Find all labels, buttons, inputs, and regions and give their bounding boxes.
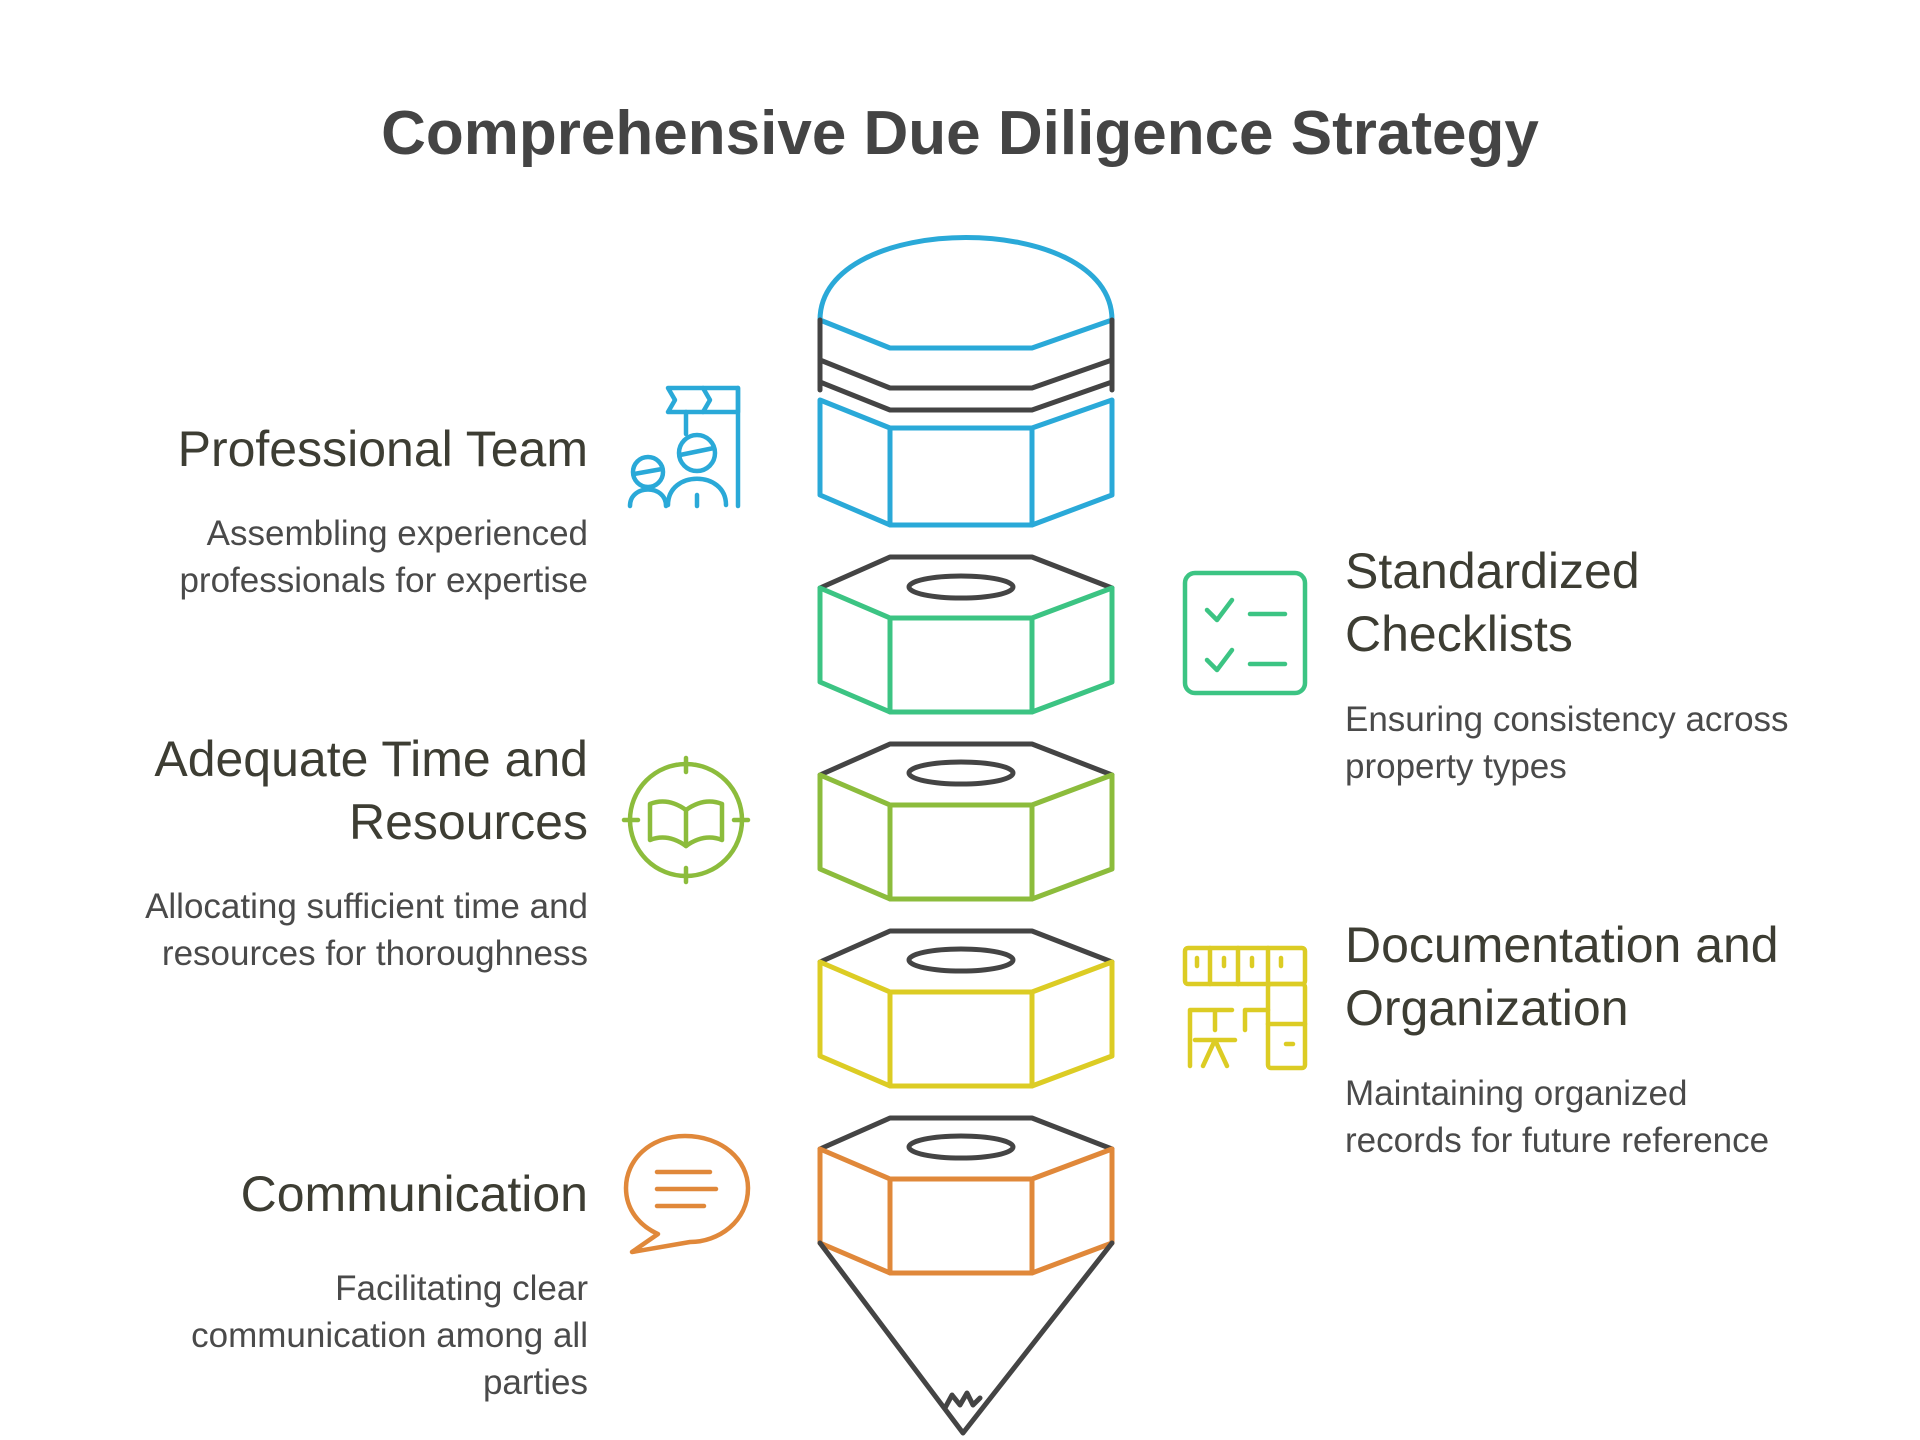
desc-line: communication among all (191, 1316, 588, 1355)
desc-line: parties (482, 1363, 588, 1402)
pencil-eraser-segment (817, 235, 1115, 528)
heading-line: Organization (1345, 980, 1629, 1036)
heading-line: Adequate Time and (154, 731, 588, 787)
speech-bubble-icon (623, 1133, 751, 1255)
heading-professional-team: Professional Team (178, 418, 588, 481)
pencil-segment-checklists (817, 554, 1115, 715)
desc-communication: Facilitating clear communication among a… (191, 1265, 588, 1406)
desc-line: Maintaining organized (1345, 1074, 1688, 1113)
heading-line: Standardized (1345, 543, 1640, 599)
pencil-segment-time (817, 741, 1115, 902)
desc-professional-team: Assembling experienced professionals for… (179, 510, 588, 604)
desc-line: resources for thoroughness (161, 934, 588, 973)
heading-standardized-checklists: Standardized Checklists (1345, 540, 1640, 666)
desc-line: Ensuring consistency across (1345, 700, 1789, 739)
pencil-segment-documentation (817, 928, 1115, 1089)
heading-line: Checklists (1345, 606, 1573, 662)
desc-line: Allocating sufficient time and (145, 887, 588, 926)
pencil-segment-communication (817, 1115, 1115, 1276)
desc-documentation: Maintaining organized records for future… (1345, 1070, 1769, 1164)
heading-line: Professional Team (177, 421, 588, 477)
desc-line: Facilitating clear (335, 1269, 588, 1308)
heading-line: Documentation and (1345, 917, 1779, 973)
heading-communication: Communication (241, 1163, 588, 1226)
desc-standardized-checklists: Ensuring consistency across property typ… (1345, 696, 1789, 790)
desc-line: professionals for expertise (179, 561, 588, 600)
desc-line: property types (1345, 747, 1567, 786)
organizer-icon (1182, 945, 1308, 1071)
pencil-tip (817, 1240, 1115, 1436)
desc-line: Assembling experienced (206, 514, 588, 553)
heading-line: Resources (349, 794, 588, 850)
book-clock-icon (621, 755, 751, 885)
desc-adequate-time: Allocating sufficient time and resources… (145, 883, 588, 977)
team-flag-icon (627, 385, 741, 509)
heading-documentation: Documentation and Organization (1345, 914, 1779, 1040)
desc-line: records for future reference (1345, 1121, 1770, 1160)
heading-adequate-time: Adequate Time and Resources (154, 728, 588, 854)
checklist-icon (1182, 570, 1308, 696)
page-title: Comprehensive Due Diligence Strategy (381, 99, 1539, 168)
heading-line: Communication (240, 1166, 588, 1222)
